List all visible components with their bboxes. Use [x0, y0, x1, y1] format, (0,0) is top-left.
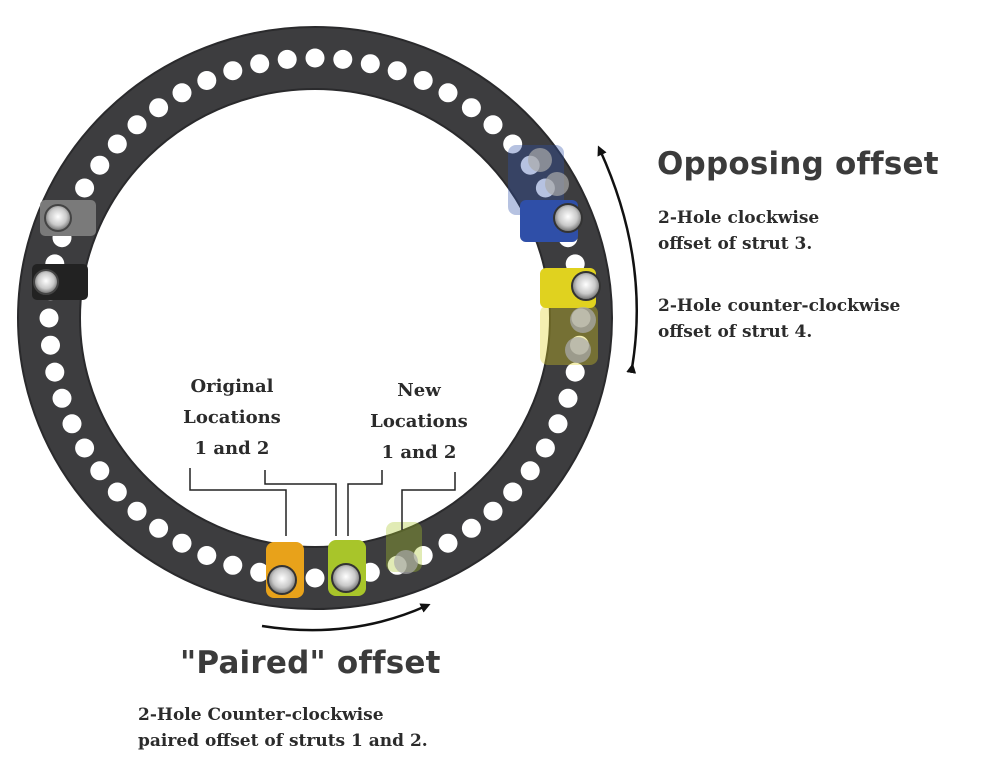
ring-hole [461, 98, 481, 118]
strut-ghost-bolt [565, 337, 591, 363]
ring-hole [548, 414, 568, 434]
strut-bolt [33, 269, 59, 295]
ring-hole [172, 533, 192, 553]
ring-hole [172, 83, 192, 103]
ring-hole [250, 54, 270, 74]
ring [17, 26, 613, 610]
new-locations-line-3: 1 and 2 [381, 442, 457, 463]
ring-hole [52, 388, 72, 408]
strut-bolt [571, 271, 601, 301]
ring-hole [107, 134, 127, 154]
paired-offset-title: "Paired" offset [180, 645, 441, 681]
ring-hole [438, 533, 458, 553]
ring-hole [520, 461, 540, 481]
strut-ghost-bolt [394, 550, 418, 574]
ring-body [18, 27, 612, 609]
ring-hole [305, 48, 325, 68]
original-locations-line-3: 1 and 2 [194, 438, 270, 459]
new-locations-line-1: New [397, 380, 441, 401]
ring-hole [305, 568, 325, 588]
opposing-note-strut-3-line-1: 2-Hole clockwise [658, 208, 820, 228]
strut-ghost-bolt [570, 307, 596, 333]
ring-hole [503, 134, 523, 154]
ring-hole [503, 482, 523, 502]
strut-bolt [44, 204, 72, 232]
ring-hole [149, 98, 169, 118]
ring-hole [75, 178, 95, 198]
new-locations-line-2: Locations [370, 411, 468, 432]
strut-bolt [331, 563, 361, 593]
opposing-offset-title: Opposing offset [657, 146, 939, 182]
ring-hole [535, 438, 555, 458]
ring-hole [360, 54, 380, 74]
strut-bolt [267, 565, 297, 595]
original-location-2-leader [264, 470, 337, 536]
strut-2-original-green-fitting [328, 540, 366, 596]
original-location-1-leader [189, 468, 287, 536]
ring-hole [558, 388, 578, 408]
opposing-note-strut-4-line-2: offset of strut 4. [658, 322, 813, 342]
opposing-offset-arrow [597, 145, 638, 374]
ring-hole [197, 546, 217, 565]
ring-hole [223, 61, 243, 81]
ring-hole [413, 71, 433, 90]
strut-new-location-ghost-fitting [386, 522, 422, 574]
ring-hole [223, 555, 243, 575]
callout-leader-lines [189, 468, 456, 536]
new-location-2-leader [401, 472, 456, 530]
opposing-note-strut-4: 2-Hole counter-clockwise offset of strut… [658, 293, 900, 345]
ring-hole [333, 49, 353, 69]
ring-hole [107, 482, 127, 502]
ring-hole [62, 414, 82, 434]
ring-hole [438, 83, 458, 103]
original-locations-line-1: Original [190, 376, 274, 397]
ring-hole [75, 438, 95, 458]
ring-hole [127, 115, 147, 135]
paired-offset-arrow [261, 603, 431, 632]
paired-note: 2-Hole Counter-clockwise paired offset o… [138, 702, 428, 754]
ring-hole [90, 461, 110, 481]
ring-hole [413, 546, 433, 565]
paired-note-line-2: paired offset of struts 1 and 2. [138, 731, 428, 751]
opposing-note-strut-3: 2-Hole clockwise offset of strut 3. [658, 205, 819, 257]
ring-hole [127, 501, 147, 521]
strut-left-upper [40, 200, 96, 236]
ring-hole [461, 518, 481, 538]
ring-hole [387, 61, 407, 81]
strut-ghost-bolt [528, 148, 552, 172]
strut-left-lower [32, 264, 88, 300]
new-location-1-leader [347, 470, 383, 536]
strut-1-original-orange-fitting [266, 542, 304, 598]
original-locations-label: Original Locations 1 and 2 [176, 371, 288, 464]
strut-bolt [553, 203, 583, 233]
ring-hole [45, 362, 65, 382]
strut-3-blue-fitting [508, 145, 583, 242]
ring-hole [39, 308, 59, 328]
opposing-note-strut-4-line-1: 2-Hole counter-clockwise [658, 296, 901, 316]
ring-hole [483, 501, 503, 521]
ring-hole [277, 49, 297, 69]
paired-note-line-1: 2-Hole Counter-clockwise [138, 705, 384, 725]
original-locations-line-2: Locations [183, 407, 281, 428]
ring-hole [197, 71, 217, 90]
ring-hole [149, 518, 169, 538]
ring-hole [483, 115, 503, 135]
ring-hole [250, 562, 270, 582]
opposing-note-strut-3-line-2: offset of strut 3. [658, 234, 813, 254]
strut-ghost-bolt [545, 172, 569, 196]
ring-inner-edge [79, 88, 551, 548]
strut-4-yellow-fitting [540, 268, 601, 365]
new-locations-label: New Locations 1 and 2 [363, 375, 475, 468]
ring-hole [41, 335, 60, 355]
ring-hole [565, 362, 585, 382]
ring-hole [90, 155, 110, 175]
